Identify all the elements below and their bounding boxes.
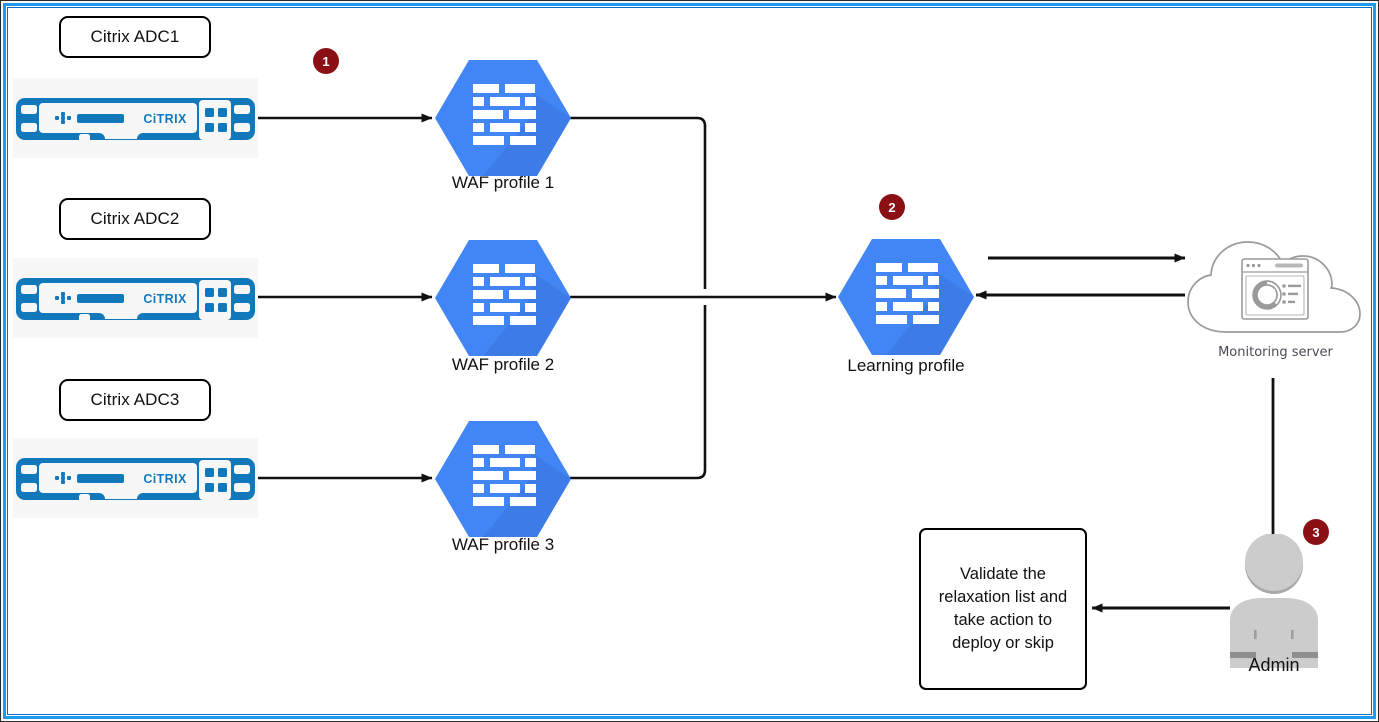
citrix-adc-appliance-icon: CiTRIX	[13, 258, 258, 338]
svg-text:CiTRIX: CiTRIX	[143, 112, 187, 126]
waf-profile-3-hexagon	[435, 417, 571, 541]
admin-label: Admin	[1248, 655, 1300, 675]
waf-profile-2-hexagon	[435, 236, 571, 360]
cloud-dashboard-icon	[1180, 232, 1370, 342]
waf-profile-3-label: WAF profile 3	[451, 535, 555, 554]
adc2-label: Citrix ADC2	[90, 209, 180, 228]
learning-profile-hexagon	[838, 235, 974, 359]
adc3-label-box: Citrix ADC3	[59, 379, 211, 421]
step-badge-2: 2	[879, 194, 905, 220]
step-badge-1: 1	[313, 48, 339, 74]
adc3-label: Citrix ADC3	[90, 390, 180, 409]
waf-profile-1-label: WAF profile 1	[451, 173, 555, 192]
waf-profile-2-label: WAF profile 2	[451, 355, 555, 374]
step-badge-3: 3	[1303, 519, 1329, 545]
citrix-adc-appliance-icon: CiTRIX	[13, 438, 258, 518]
waf-profile-1-hexagon	[435, 56, 571, 180]
step-badge-2-number: 2	[888, 199, 896, 215]
monitoring-server-label: Monitoring server	[1218, 345, 1333, 360]
svg-text:CiTRIX: CiTRIX	[143, 472, 187, 486]
validate-relaxation-box: Validate the relaxation list and take ac…	[919, 528, 1087, 690]
citrix-adc-appliance-icon: CiTRIX	[13, 78, 258, 158]
adc1-label-box: Citrix ADC1	[59, 16, 211, 58]
step-badge-3-number: 3	[1312, 524, 1320, 540]
person-icon	[1222, 534, 1326, 668]
validate-relaxation-text: Validate the relaxation list and take ac…	[938, 565, 1068, 652]
adc2-label-box: Citrix ADC2	[59, 198, 211, 240]
step-badge-1-number: 1	[322, 53, 330, 69]
svg-text:CiTRIX: CiTRIX	[143, 292, 187, 306]
adc1-label: Citrix ADC1	[90, 27, 180, 46]
learning-profile-label: Learning profile	[847, 356, 965, 375]
